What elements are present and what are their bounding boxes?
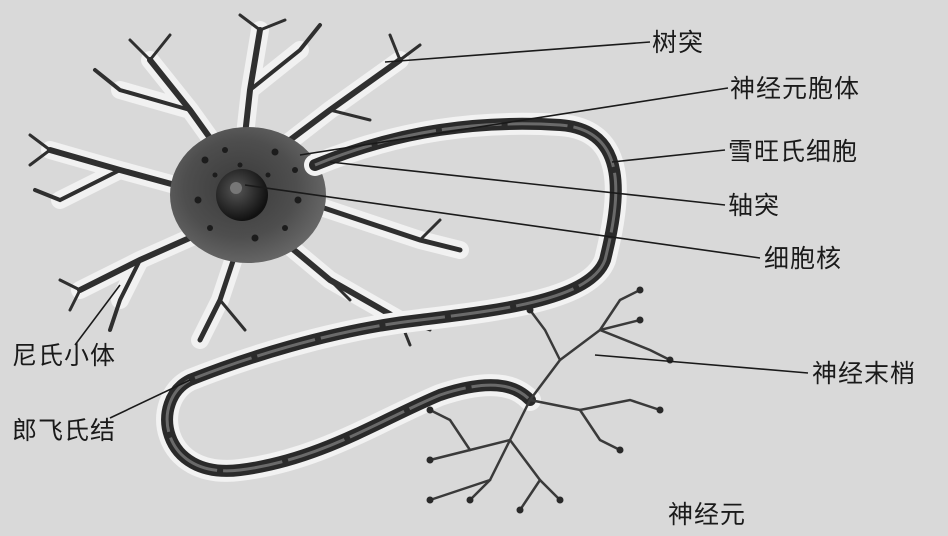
label-nissl-body: 尼氏小体 [12, 343, 116, 368]
label-cell-body: 神经元胞体 [730, 76, 860, 101]
nucleolus [230, 182, 242, 194]
label-nucleus: 细胞核 [764, 246, 842, 271]
label-schwann-cell: 雪旺氏细胞 [728, 139, 858, 164]
label-dendrite: 树突 [652, 30, 704, 55]
figure-caption: 神经元 [668, 502, 746, 527]
label-nerve-ending: 神经末梢 [812, 361, 916, 386]
label-node-of-ranvier: 郎飞氏结 [12, 418, 116, 443]
nucleus-shape [216, 169, 268, 221]
label-axon: 轴突 [728, 193, 780, 218]
